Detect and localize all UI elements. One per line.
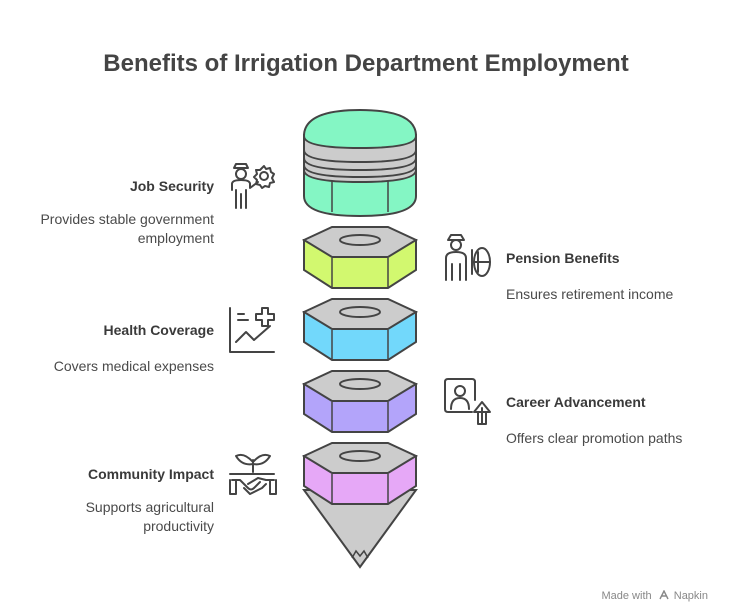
footer-attribution: Made with Napkin [601, 590, 708, 602]
community-impact-description: Supports agricultural productivity [85, 499, 214, 534]
page-title: Benefits of Irrigation Department Employ… [103, 50, 629, 77]
footer-prefix: Made with [601, 590, 652, 602]
health-chart-icon [229, 307, 275, 353]
stack-segment-health [301, 298, 419, 361]
handshake-plant-icon [229, 453, 277, 495]
community-impact-label: Community Impact [87, 466, 214, 482]
napkin-logo-icon [659, 590, 669, 600]
pension-benefits-description: Ensures retirement income [506, 286, 674, 302]
job-security-description: Provides stable government employment [40, 211, 214, 246]
profile-growth-icon [444, 378, 491, 425]
pension-benefits-label: Pension Benefits [506, 250, 620, 266]
footer-brand: Napkin [673, 590, 708, 602]
health-coverage-label: Health Coverage [103, 322, 214, 338]
person-savings-icon [445, 234, 491, 281]
stack-segment-pension [301, 226, 419, 289]
career-advancement-description: Offers clear promotion paths [506, 430, 683, 446]
job-security-label: Job Security [129, 178, 214, 194]
stack-segment-career [301, 370, 419, 433]
stack-segment-job-security [302, 108, 418, 218]
worker-gear-icon [231, 163, 275, 209]
career-advancement-label: Career Advancement [506, 394, 646, 410]
health-coverage-description: Covers medical expenses [53, 358, 214, 374]
stack-segment-community [301, 442, 419, 505]
